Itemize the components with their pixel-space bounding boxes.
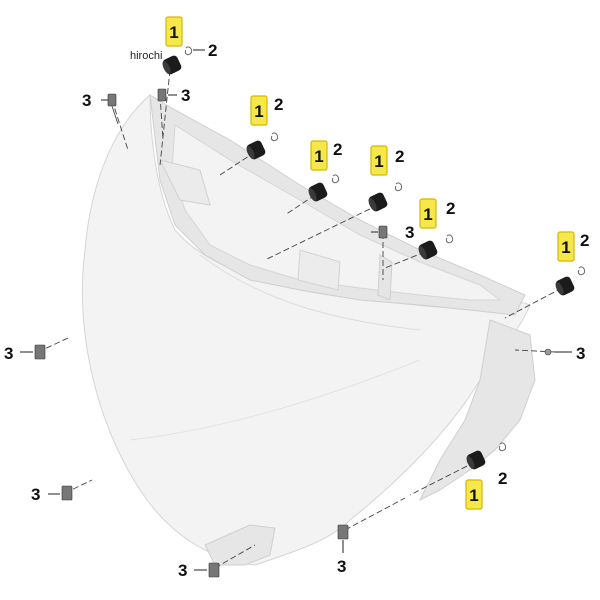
callout-2-top: 2 [208,41,217,60]
callouts-part-1: 1 1 1 1 1 1 1 [165,16,575,510]
callout-1-b-label: 1 [314,147,323,166]
callout-3-lower-left: 3 [31,485,40,504]
housing-outer-shell [81,93,531,566]
screw-bottom-center [337,524,349,540]
screw-left [34,344,46,360]
headlight-housing [81,93,536,566]
leader-lines [20,49,572,571]
callout-1-f: 1 [465,479,483,510]
callout-3-center: 3 [405,223,414,242]
callout-1-c: 1 [370,145,388,176]
callout-1-top-label: 1 [169,23,178,42]
callout-1-top: 1 [165,16,183,47]
screw-center [378,225,388,239]
clip-c [394,182,403,192]
grommets [162,55,575,470]
clip-b [331,174,340,184]
callout-1-d: 1 [419,198,437,229]
callout-3-left: 3 [4,344,13,363]
clip-e [577,266,586,276]
callouts-part-2: 2 2 2 2 2 2 2 [208,41,589,488]
callout-1-c-label: 1 [374,152,383,171]
grommet-d [418,240,438,260]
callout-2-d: 2 [446,199,455,218]
callout-1-e-label: 1 [561,238,570,257]
clip-a [270,132,279,142]
screws [34,88,552,578]
housing-lower-bracket [418,319,536,502]
callouts-part-3: 3 3 3 3 3 3 3 3 [4,86,585,580]
callout-1-b: 1 [310,140,328,171]
housing-inner-cavity [171,124,502,301]
callout-3-right: 3 [576,344,585,363]
callout-1-f-label: 1 [469,486,478,505]
callout-2-b: 2 [333,140,342,159]
screw-right [544,348,552,356]
screw-upper-left [107,93,119,125]
grommet-e [555,276,575,296]
clip-top [184,46,193,56]
grommet-f [466,450,486,470]
callout-1-e: 1 [557,231,575,262]
callout-2-c: 2 [395,147,404,166]
grommet-c [368,192,388,212]
grommet-b [308,182,328,202]
clips [184,46,586,452]
callout-1-d-label: 1 [423,205,432,224]
callout-3-bottom-center: 3 [337,557,346,576]
callout-1-a: 1 [250,95,268,126]
callout-3-bottom-left: 3 [178,561,187,580]
callout-2-f: 2 [498,469,507,488]
grommet-a [246,140,266,160]
grommet-top [162,55,182,75]
screw-upper-mid [157,88,167,102]
callout-3-upper-left: 3 [82,91,91,110]
callout-3-upper-mid: 3 [181,86,190,105]
clip-f [498,442,507,452]
callout-1-a-label: 1 [254,102,263,121]
watermark-text: hirochi [130,50,162,62]
screw-lower-left [61,485,73,501]
callout-2-a: 2 [274,95,283,114]
callout-2-e: 2 [580,231,589,250]
screw-bottom-left [208,562,220,578]
clip-d [445,234,454,244]
